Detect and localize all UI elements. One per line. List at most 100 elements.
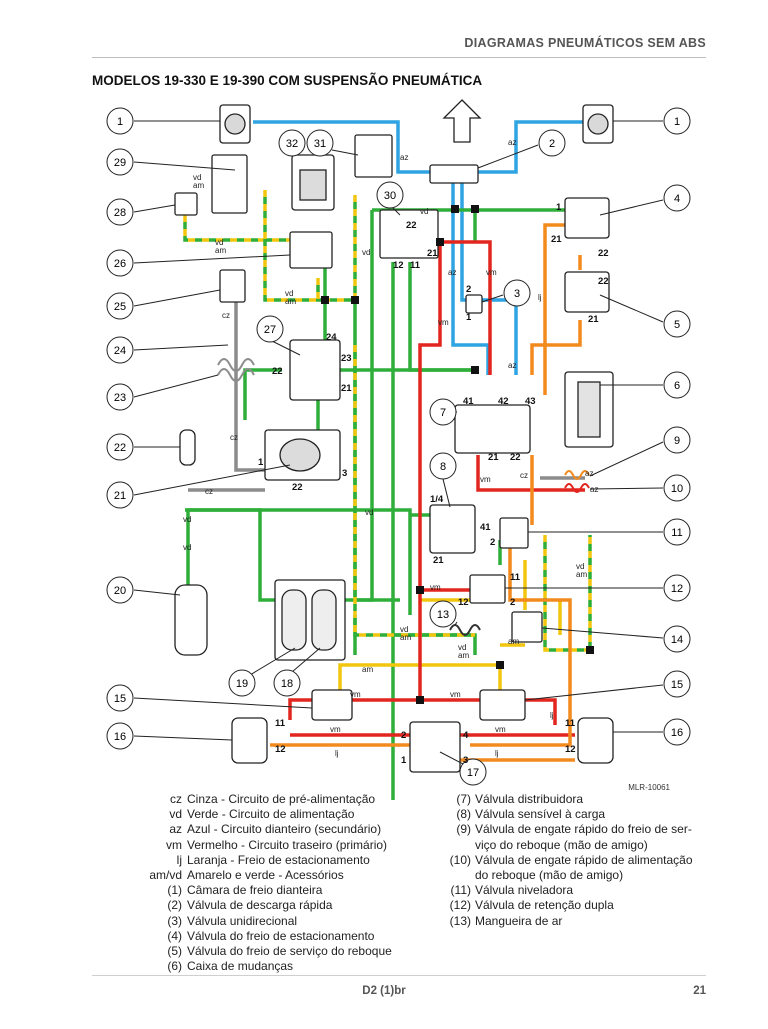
svg-text:4: 4 <box>674 193 680 205</box>
callout-12: 12 <box>505 574 691 602</box>
svg-text:lj: lj <box>495 749 499 758</box>
callout-25: 25 <box>106 289 221 320</box>
svg-text:3: 3 <box>342 468 347 479</box>
svg-text:11: 11 <box>565 718 576 729</box>
section-title: DIAGRAMAS PNEUMÁTICOS SEM ABS <box>464 36 706 50</box>
svg-text:12: 12 <box>671 583 683 595</box>
footer-divider <box>92 975 706 976</box>
svg-text:9: 9 <box>674 435 680 447</box>
svg-text:vd: vd <box>365 508 373 517</box>
svg-text:vm: vm <box>486 268 497 277</box>
callout-20: 20 <box>106 576 181 604</box>
svg-text:vd: vd <box>576 562 584 571</box>
callout-28: 28 <box>106 198 176 226</box>
legend-row: (12)Válvula de retenção dupla <box>449 898 614 913</box>
svg-text:vm: vm <box>438 318 449 327</box>
port-labels: 1 21 22 22 21 2 1 41 42 43 21 22 22 21 1… <box>258 202 609 766</box>
callout-15-left: 15 <box>106 684 313 712</box>
svg-text:31: 31 <box>314 138 326 150</box>
svg-text:21: 21 <box>341 383 352 394</box>
callout-10: 10 <box>589 474 691 502</box>
svg-text:41: 41 <box>463 396 474 407</box>
callout-29: 29 <box>106 148 236 176</box>
callouts: 1 1 2 3 4 5 6 7 8 9 10 11 12 13 14 15 15… <box>106 107 691 786</box>
svg-text:1: 1 <box>401 755 407 766</box>
callout-18: 18 <box>273 647 321 697</box>
svg-text:22: 22 <box>598 248 609 259</box>
svg-text:21: 21 <box>551 234 562 245</box>
svg-text:10: 10 <box>671 483 683 495</box>
svg-text:2: 2 <box>490 537 495 548</box>
callout-21: 21 <box>106 464 291 509</box>
legend-row: (5)Válvula do freio de serviço do reboqu… <box>167 944 392 959</box>
svg-text:22: 22 <box>510 452 521 463</box>
legend-row: (10)Válvula de engate rápido de alimenta… <box>449 852 693 867</box>
callout-16-left: 16 <box>106 722 233 750</box>
svg-text:vm: vm <box>350 690 361 699</box>
svg-text:az: az <box>448 268 456 277</box>
legend-row: (8)Válvula sensível à carga <box>456 807 606 822</box>
line-red <box>288 240 585 737</box>
svg-text:27: 27 <box>264 324 276 336</box>
svg-text:1: 1 <box>556 202 562 213</box>
svg-text:14: 14 <box>671 634 683 646</box>
svg-text:28: 28 <box>114 207 126 219</box>
callout-17: 17 <box>439 751 487 786</box>
svg-text:vd: vd <box>420 207 428 216</box>
legend-row: (11)Válvula niveladora <box>450 883 574 898</box>
svg-text:5: 5 <box>674 319 680 331</box>
svg-text:lj: lj <box>538 293 542 302</box>
svg-text:vd: vd <box>362 248 370 257</box>
svg-text:cz: cz <box>520 471 528 480</box>
svg-text:42: 42 <box>498 396 509 407</box>
svg-text:vd: vd <box>400 625 408 634</box>
svg-text:22: 22 <box>598 276 609 287</box>
svg-text:23: 23 <box>114 392 126 404</box>
callout-11: 11 <box>528 518 691 546</box>
callout-5: 5 <box>599 294 691 338</box>
svg-text:am: am <box>193 181 204 190</box>
svg-text:am: am <box>458 651 469 660</box>
svg-text:az: az <box>585 469 593 478</box>
svg-text:am: am <box>362 665 373 674</box>
callout-19: 19 <box>228 647 296 697</box>
svg-text:12: 12 <box>458 597 469 608</box>
svg-text:am: am <box>400 633 411 642</box>
svg-text:15: 15 <box>114 693 126 705</box>
svg-text:41: 41 <box>480 522 491 533</box>
line-color-labels: az az vd az vm vm lj az vd vd am vd am v… <box>183 138 598 758</box>
svg-text:1: 1 <box>117 116 123 128</box>
svg-text:az: az <box>508 361 516 370</box>
svg-text:vd: vd <box>193 173 201 182</box>
svg-text:22: 22 <box>272 366 283 377</box>
legend-row: (9)Válvula de engate rápido do freio de … <box>456 822 692 837</box>
line-orange <box>270 223 582 762</box>
junction-dots <box>321 205 594 704</box>
svg-text:12: 12 <box>393 260 404 271</box>
svg-text:21: 21 <box>588 314 599 325</box>
svg-text:7: 7 <box>440 407 446 419</box>
svg-text:16: 16 <box>671 727 683 739</box>
svg-text:lj: lj <box>335 749 339 758</box>
svg-text:az: az <box>590 485 598 494</box>
callout-31: 31 <box>306 129 359 157</box>
callout-26: 26 <box>106 249 291 277</box>
diagram-reference: MLR-10061 <box>628 783 670 792</box>
callout-13: 13 <box>429 600 458 628</box>
svg-text:3: 3 <box>514 288 520 300</box>
callout-24: 24 <box>106 336 229 364</box>
svg-text:1: 1 <box>466 312 472 323</box>
callout-9: 9 <box>589 426 691 477</box>
svg-text:2: 2 <box>466 284 471 295</box>
svg-text:30: 30 <box>384 190 396 202</box>
svg-text:32: 32 <box>286 138 298 150</box>
svg-text:17: 17 <box>467 767 479 779</box>
header-divider <box>92 57 706 58</box>
callout-6: 6 <box>600 371 691 399</box>
svg-text:az: az <box>508 138 516 147</box>
svg-text:3: 3 <box>463 755 468 766</box>
legend-row: (13)Mangueira de ar <box>449 913 563 928</box>
